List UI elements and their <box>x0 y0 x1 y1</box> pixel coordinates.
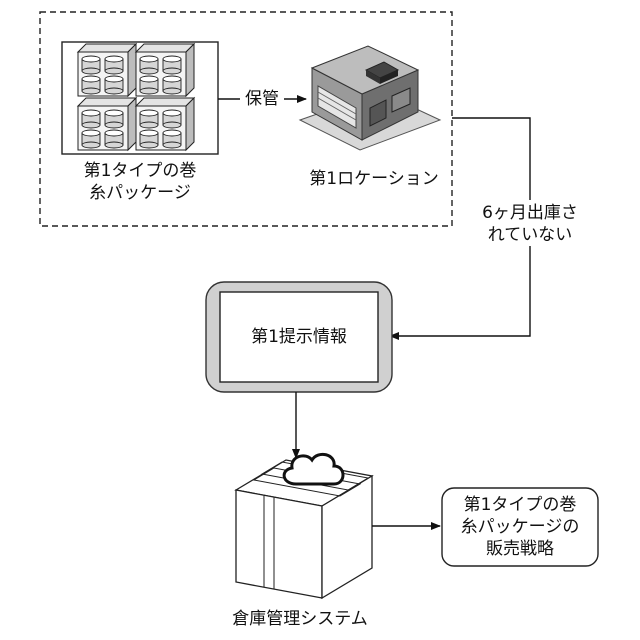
package-label: 第1タイプの巻 糸パッケージ <box>72 160 208 204</box>
cloud-icon <box>284 454 343 484</box>
yarn-package-block <box>78 44 136 96</box>
yarn-package-block <box>136 44 194 96</box>
condition-label-line1: 6ヶ月出庫さ <box>478 202 582 224</box>
yarn-package-block <box>136 98 194 150</box>
info-box-label: 第1提示情報 <box>220 326 378 348</box>
strategy-label-line3: 販売戦略 <box>442 538 598 560</box>
strategy-label-line2: 糸パッケージの <box>442 516 598 538</box>
yarn-package-block <box>78 98 136 150</box>
condition-label: 6ヶ月出庫さ れていない <box>478 202 582 246</box>
package-label-line1: 第1タイプの巻 <box>72 160 208 182</box>
store-label: 保管 <box>240 88 284 110</box>
location-label: 第1ロケーション <box>300 168 448 190</box>
strategy-label: 第1タイプの巻 糸パッケージの 販売戦略 <box>442 494 598 560</box>
building-icon <box>300 46 440 150</box>
strategy-label-line1: 第1タイプの巻 <box>442 494 598 516</box>
package-label-line2: 糸パッケージ <box>72 182 208 204</box>
condition-label-line2: れていない <box>478 224 582 246</box>
warehouse-label: 倉庫管理システム <box>210 608 390 630</box>
